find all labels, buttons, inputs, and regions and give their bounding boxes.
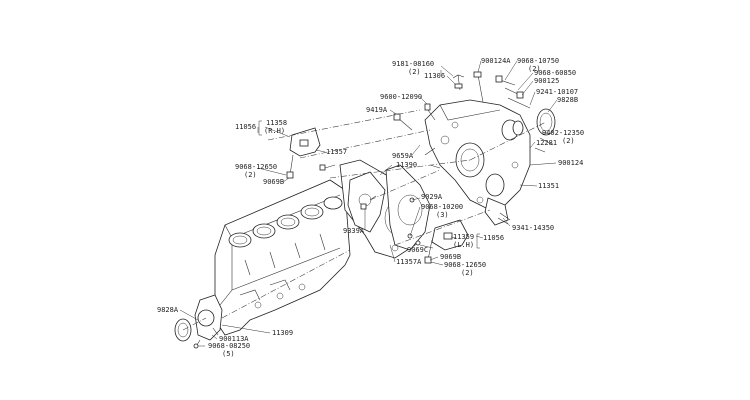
leader-lines	[179, 60, 558, 347]
label-9659A: 9659A	[392, 152, 414, 160]
label-11358: 11358	[266, 119, 287, 127]
label-11390: 11390	[396, 161, 417, 169]
label-9069B-bottom: 9069B	[440, 253, 461, 261]
gear-case-plate	[347, 164, 431, 251]
label-9069B-top: 9069B	[263, 178, 284, 186]
label-9029A: 9029A	[421, 193, 443, 201]
label-9068-12650-bottom: 9068-12650	[444, 261, 486, 269]
label-9181-08160-qty: (2)	[408, 68, 421, 76]
label-9068-60850: 9068-60850	[534, 69, 576, 77]
label-9068-12650-bottom-qty: (2)	[461, 269, 474, 277]
label-12281: 12281	[536, 139, 557, 147]
label-11357: 11357	[326, 148, 347, 156]
rear-seal-retainer	[174, 294, 223, 349]
label-9600-12090: 9600-12090	[380, 93, 422, 101]
mount-bracket-rh	[286, 127, 321, 179]
part-labels: 9181-08160 (2) 900124A 9068-10750 (2) 11…	[157, 57, 584, 358]
label-9068-10750: 9068-10750	[517, 57, 559, 65]
label-9068-10200-qty: (3)	[436, 211, 449, 219]
misc-hardware	[212, 164, 421, 336]
label-9069C: 9069C	[407, 246, 428, 254]
label-11306: 11306	[424, 72, 445, 80]
bolts-upper	[393, 71, 554, 153]
group-braces	[258, 120, 480, 249]
label-9339A: 9339A	[343, 227, 365, 235]
label-11359: 11359	[453, 233, 474, 241]
label-9828A: 9828A	[157, 306, 179, 314]
label-11309: 11309	[272, 329, 293, 337]
label-9068-10200: 9068-10200	[421, 203, 463, 211]
mount-bracket-lh	[424, 212, 511, 264]
label-11359-lh: (L.H)	[453, 241, 474, 249]
alignment-lines	[182, 109, 547, 331]
label-9341-14350: 9341-14350	[512, 224, 554, 232]
timing-gear-case	[424, 99, 531, 226]
label-9402-12350: 9402-12350	[542, 129, 584, 137]
label-9068-08250: 9068-08250	[208, 342, 250, 350]
label-11351: 11351	[538, 182, 559, 190]
label-9068-08250-qty: (5)	[222, 350, 235, 358]
label-900113A: 900113A	[219, 335, 249, 343]
front-seal	[512, 108, 556, 136]
label-9419A: 9419A	[366, 106, 388, 114]
label-11056-bottom: 11056	[483, 234, 504, 242]
label-11056-top: 11056	[235, 123, 256, 131]
label-900124A: 900124A	[481, 57, 511, 65]
label-9068-10750-qty: (2)	[528, 65, 541, 73]
label-900124: 900124	[558, 159, 583, 167]
label-9068-12650-top-qty: (2)	[244, 171, 257, 179]
label-9241-10107: 9241-10107	[536, 88, 578, 96]
label-9828B: 9828B	[557, 96, 578, 104]
engine-block	[214, 179, 351, 336]
label-9181-08160: 9181-08160	[392, 60, 434, 68]
label-9402-12350-qty: (2)	[562, 137, 575, 145]
label-11357A: 11357A	[396, 258, 422, 266]
label-11358-rh: (R.H)	[264, 127, 285, 135]
label-900125: 900125	[534, 77, 559, 85]
label-9068-12650-top: 9068-12650	[235, 163, 277, 171]
